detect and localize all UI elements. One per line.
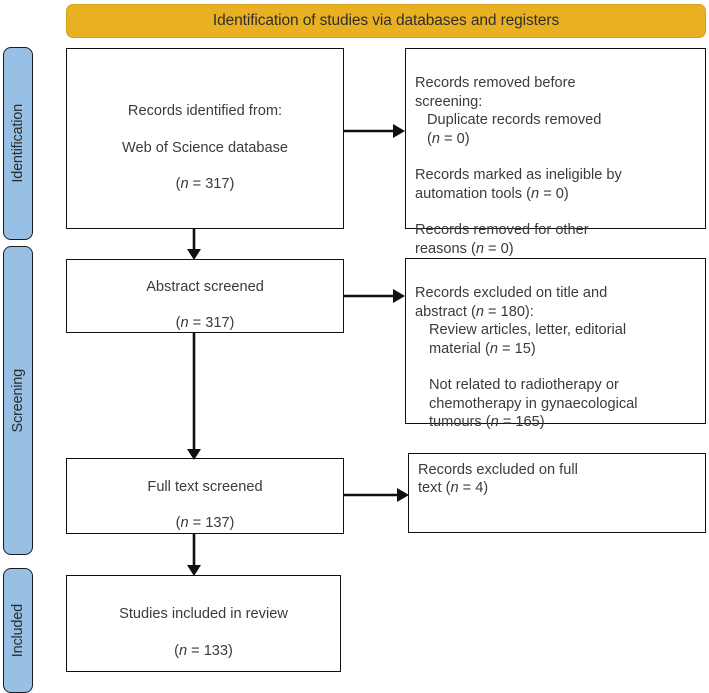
arrow-full-text-to-excluded-full [343, 484, 411, 506]
arrow-identified-to-abstract [183, 229, 205, 261]
excluded-title-review-articles: Review articles, letter, editorial mater… [429, 322, 627, 357]
records-identified-line2: Web of Science database [121, 139, 289, 156]
excluded-title-not-related: Not related to radiotherapy or chemother… [429, 377, 638, 430]
node-records-excluded-full-text-text: Records excluded on full text (n = 4) [418, 462, 578, 497]
arrow-abstract-to-full-text [183, 333, 205, 461]
abstract-screened-label: Abstract screened [146, 278, 264, 295]
stage-tab-included-label: Included [10, 603, 26, 658]
node-records-excluded-title-abstract-text: Records excluded on title and abstract (… [415, 266, 699, 450]
studies-included-count: (n = 133) [174, 642, 233, 659]
stage-tab-screening: Screening [3, 246, 33, 555]
node-studies-included: Studies included in review (n = 133) [66, 575, 341, 672]
node-abstract-screened-text: Abstract screened (n = 317) [146, 259, 264, 333]
stage-tab-included: Included [3, 568, 33, 693]
excluded-title-heading: Records excluded on title and abstract (… [415, 285, 608, 320]
arrow-abstract-to-excluded-title [343, 285, 407, 307]
stage-tab-identification-label: Identification [10, 104, 26, 183]
phase-banner-label: Identification of studies via databases … [212, 12, 560, 29]
node-records-excluded-title-abstract: Records excluded on title and abstract (… [405, 258, 706, 430]
arrow-identified-to-removed [343, 120, 407, 142]
stage-tab-screening-label: Screening [10, 368, 26, 433]
arrow-full-text-to-included [183, 534, 205, 577]
node-full-text-screened: Full text screened (n = 137) [66, 458, 344, 534]
stage-tab-identification: Identification [3, 47, 33, 240]
phase-banner-identification: Identification of studies via databases … [66, 4, 706, 38]
node-records-removed-text: Records removed before screening: Duplic… [415, 56, 699, 277]
studies-included-label: Studies included in review [119, 606, 288, 623]
records-removed-ineligible: Records marked as ineligible by automati… [415, 167, 622, 202]
node-studies-included-text: Studies included in review (n = 133) [119, 587, 288, 661]
node-records-identified: Records identified from: Web of Science … [66, 48, 344, 229]
records-removed-heading: Records removed before screening: [415, 75, 576, 110]
node-records-identified-text: Records identified from: Web of Science … [122, 83, 288, 193]
records-removed-other: Records removed for other reasons (n = 0… [415, 222, 589, 257]
full-text-screened-count: (n = 137) [175, 515, 235, 532]
records-identified-count: (n = 317) [175, 176, 235, 193]
records-identified-line1: Records identified from: [127, 102, 283, 119]
node-records-excluded-full-text: Records excluded on full text (n = 4) [408, 453, 706, 533]
abstract-screened-count: (n = 317) [175, 315, 235, 332]
full-text-screened-label: Full text screened [147, 478, 263, 495]
node-records-removed: Records removed before screening: Duplic… [405, 48, 706, 257]
node-abstract-screened: Abstract screened (n = 317) [66, 259, 344, 333]
records-removed-duplicates: Duplicate records removed (n = 0) [427, 112, 602, 147]
node-full-text-screened-text: Full text screened (n = 137) [147, 459, 262, 533]
